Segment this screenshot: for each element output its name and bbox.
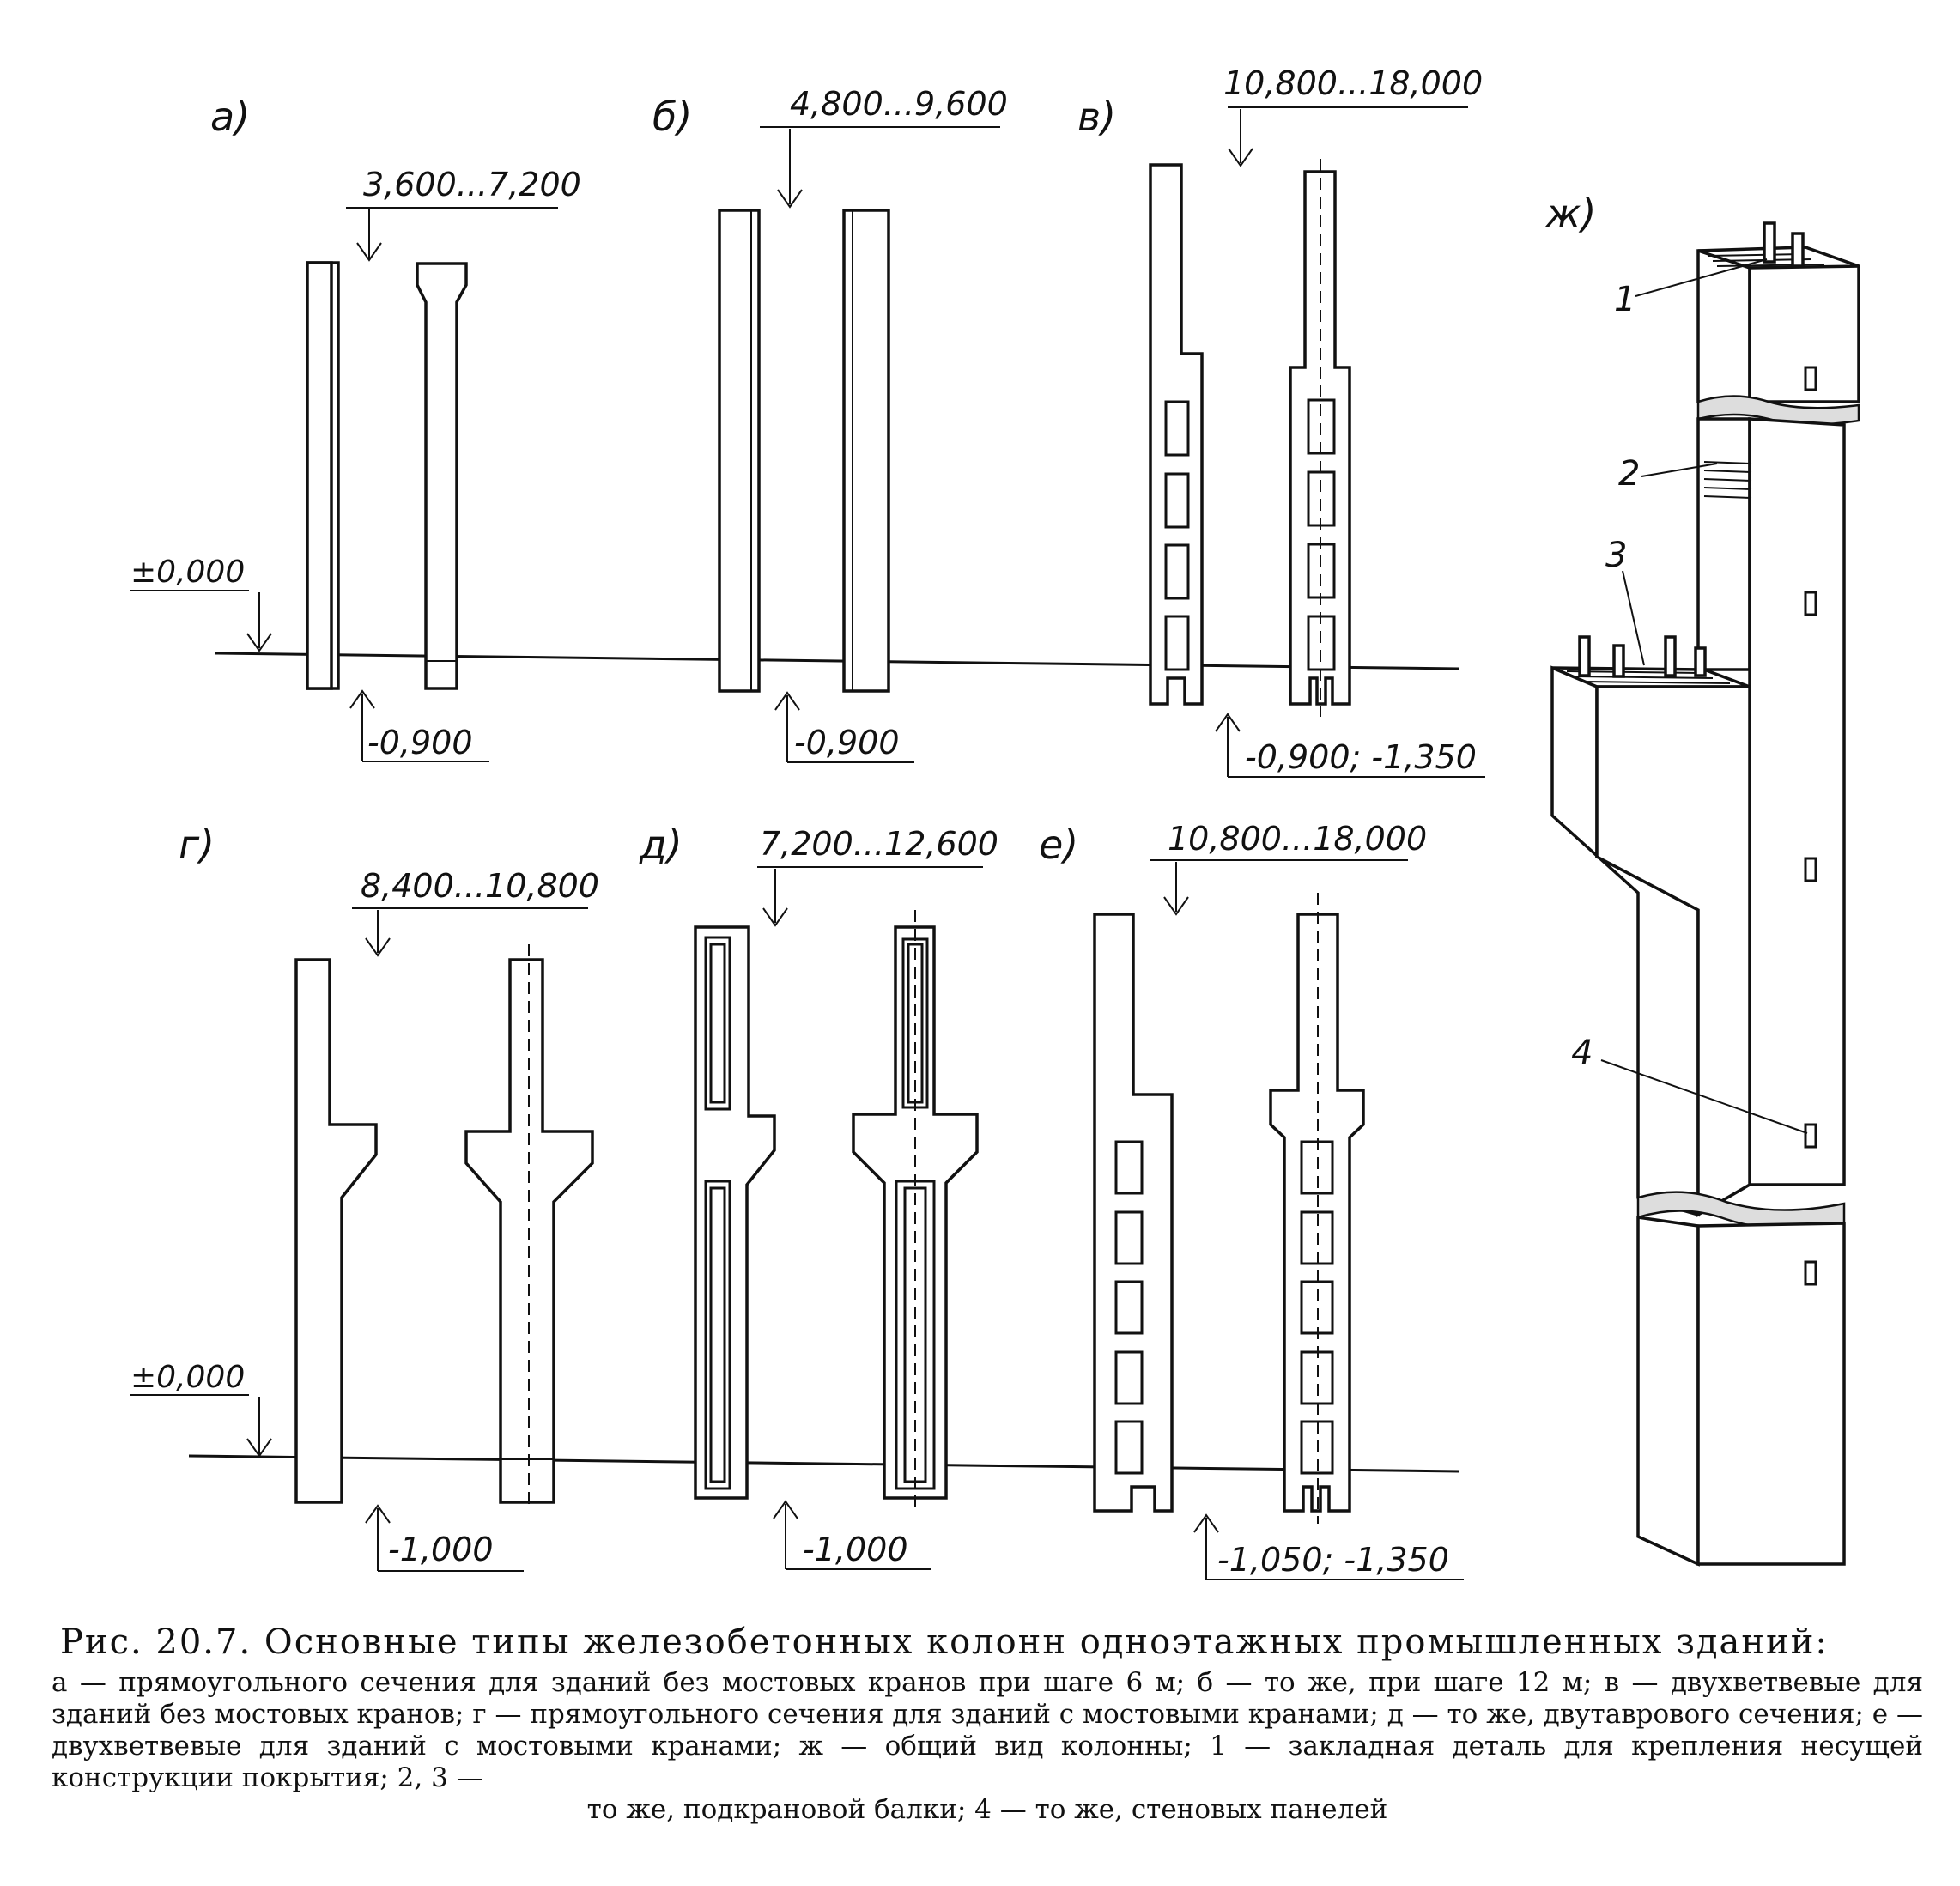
panel-zh-callout-2 <box>1641 463 1718 477</box>
panel-b-column-side <box>718 209 761 693</box>
panel-e-bottom-leader <box>1193 1513 1464 1580</box>
panel-g-top-mark: 8,400...10,800 <box>361 867 599 905</box>
panel-v-bottom-mark: -0,900; -1,350 <box>1245 738 1477 776</box>
zero-level-label-bottom: ±0,000 <box>130 1360 245 1395</box>
panel-a-bottom-mark: -0,900 <box>367 724 473 761</box>
panel-zh-callout-1 <box>1635 258 1768 297</box>
panel-e-bottom-mark: -1,050; -1,350 <box>1217 1541 1449 1579</box>
panel-zh-callout-label-3: 3 <box>1605 536 1627 575</box>
panel-zh-callout-label-1: 1 <box>1614 280 1635 319</box>
panel-g-bottom-mark: -1,000 <box>388 1531 494 1568</box>
panel-g-top-leader <box>352 907 588 957</box>
panel-zh-callout-label-2: 2 <box>1618 454 1640 494</box>
panel-a-column-side-edge <box>306 261 333 690</box>
panel-b-top-leader <box>760 126 1000 209</box>
figure-caption: Рис. 20.7. Основные типы железобетонных … <box>52 1622 1923 1826</box>
panel-d-front-flanges <box>895 910 936 1511</box>
panel-zh-wall-embeds <box>1804 366 1817 1286</box>
panel-v-top-leader <box>1228 106 1468 167</box>
panel-d-bottom-leader <box>773 1500 931 1570</box>
panel-a-bottom-leader <box>349 689 489 762</box>
panel-d-top-leader <box>757 866 983 927</box>
figure-drawing: ±0,000 а) 3,600...7,200 -0,900 б) 4,800.… <box>130 64 1860 1580</box>
panel-g-bottom-leader <box>365 1504 524 1572</box>
panel-zh-letter: ж) <box>1544 191 1596 237</box>
ground-line-top <box>214 652 1460 670</box>
panel-g-letter: г) <box>179 822 215 868</box>
panel-a-top-mark: 3,600...7,200 <box>363 166 581 203</box>
panel-e-front-openings <box>1300 893 1334 1524</box>
panel-b-top-mark: 4,800...9,600 <box>790 85 1008 123</box>
panel-b-column-front <box>842 209 890 693</box>
panel-zh-callout-3 <box>1622 570 1645 666</box>
panel-zh-anchor-bolts-console <box>1578 635 1707 678</box>
panel-e-side-openings <box>1114 1140 1144 1475</box>
caption-title: Рис. 20.7. Основные типы железобетонных … <box>60 1622 1829 1662</box>
panel-zh-column <box>1550 221 1860 1567</box>
panel-d-top-mark: 7,200...12,600 <box>760 825 998 863</box>
caption-last-line: то же, подкрановой балки; 4 — то же, сте… <box>586 1794 1388 1825</box>
panel-zh-callout-4 <box>1600 1059 1808 1134</box>
panel-a-column-front <box>416 262 468 690</box>
panel-zh-anchor-bolts-top <box>1763 221 1805 268</box>
panel-e-top-mark: 10,800...18,000 <box>1168 820 1427 858</box>
panel-b-letter: б) <box>652 94 692 140</box>
panel-d-bottom-mark: -1,000 <box>803 1531 908 1568</box>
caption-body: а — прямоугольного сечения для зданий бе… <box>52 1667 1923 1793</box>
panel-b-bottom-leader <box>774 691 914 763</box>
panel-a-letter: а) <box>210 94 250 140</box>
panel-v-bottom-leader <box>1215 713 1485 778</box>
panel-v-top-mark: 10,800...18,000 <box>1223 64 1483 102</box>
ground-line-bottom <box>188 1454 1460 1473</box>
panel-v-letter: в) <box>1077 94 1116 140</box>
panel-g-column-side <box>294 958 378 1504</box>
panel-v-front-openings <box>1307 159 1336 717</box>
zero-level-label-top: ±0,000 <box>130 555 245 590</box>
panel-b-bottom-mark: -0,900 <box>794 724 900 761</box>
zero-level-marker-top <box>130 590 272 652</box>
panel-d-letter: д) <box>639 822 683 868</box>
zero-level-marker-bottom <box>130 1394 272 1458</box>
panel-e-top-leader <box>1150 859 1408 916</box>
panel-v-side-openings <box>1164 400 1190 671</box>
panel-zh-crane-plate <box>1703 461 1752 499</box>
panel-d-side-flanges <box>704 936 731 1490</box>
panel-e-letter: е) <box>1039 822 1078 868</box>
panel-a-top-leader <box>346 207 558 262</box>
panel-zh-callout-label-4: 4 <box>1571 1034 1593 1073</box>
